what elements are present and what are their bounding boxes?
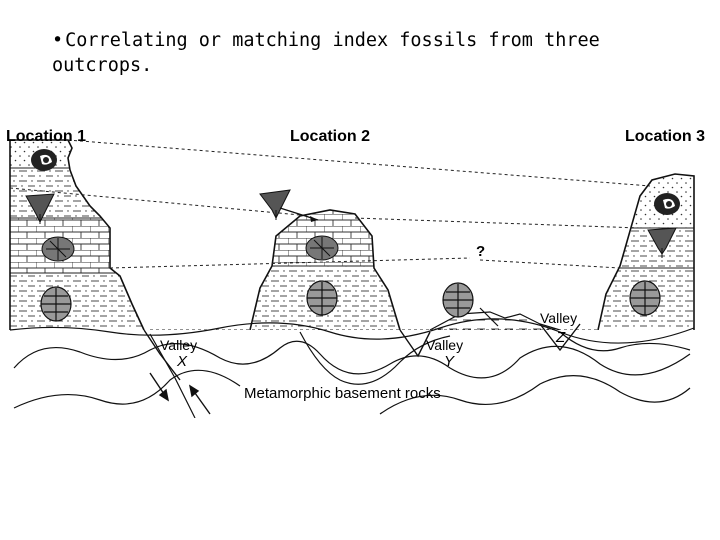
valley-z-label: Valley <box>540 310 577 326</box>
location-1-label: Location 1 <box>6 128 86 145</box>
snail-fossil-icon <box>654 193 680 215</box>
outcrop-correlation-diagram: Location 1 Location 2 Location 3 ? Valle… <box>6 128 705 418</box>
crinoid-fossil-icon <box>259 189 291 220</box>
slide-caption: Correlating or matching index fossils fr… <box>52 30 600 76</box>
location-2-label: Location 2 <box>290 128 370 145</box>
valley-z-letter: Z <box>555 329 566 346</box>
trilobite-fossil-icon <box>442 282 474 318</box>
brachiopod-fossil-icon <box>305 235 339 261</box>
crinoid-fossil-icon <box>647 227 677 258</box>
bullet-icon: • <box>52 30 64 51</box>
basement-label: Metamorphic basement rocks <box>244 385 441 402</box>
valley-y-label: Valley <box>426 337 463 353</box>
location-1-strata <box>10 140 144 330</box>
trilobite-fossil-icon <box>629 280 661 316</box>
trilobite-fossil-icon <box>40 286 72 322</box>
valley-y-letter: Y <box>444 353 455 370</box>
question-mark-label: ? <box>476 243 485 260</box>
trilobite-fossil-icon <box>306 280 338 316</box>
location-2-strata <box>250 210 400 330</box>
brachiopod-fossil-icon <box>41 236 75 262</box>
crinoid-fossil-icon <box>25 193 55 224</box>
basement-arrows <box>149 372 211 415</box>
valley-x-label: Valley <box>160 337 197 353</box>
valley-x-letter: X <box>176 353 188 370</box>
location-3-label: Location 3 <box>625 128 705 145</box>
metamorphic-basement <box>9 318 695 418</box>
snail-fossil-icon <box>31 149 57 171</box>
slide-bullet-text: •Correlating or matching index fossils f… <box>52 28 612 78</box>
